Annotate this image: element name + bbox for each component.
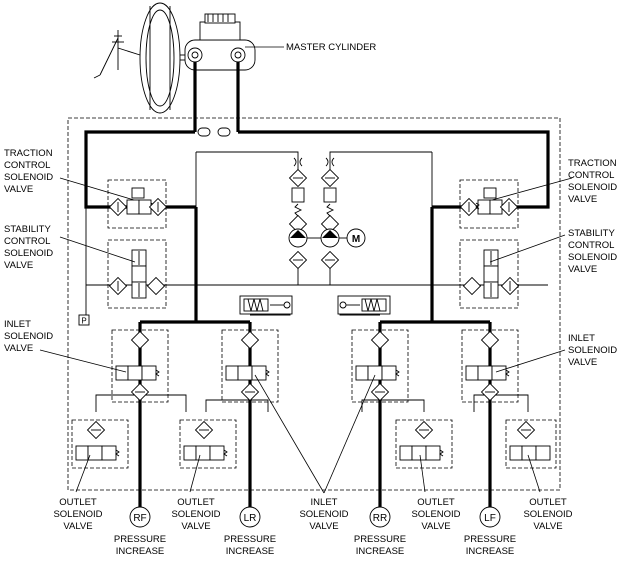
label-line: VALVE [568,194,597,205]
stability-right-label: STABILITY CONTROL SOLENOID VALVE [568,228,617,275]
label-line: PRESSURE [464,534,516,545]
inlet-valve-lr [221,329,279,403]
label-line: PRESSURE [114,534,166,545]
outlet-valve-lf [505,419,557,469]
label-line: INLET [568,333,595,344]
label-line: PRESSURE [224,534,276,545]
motor-label: M [352,234,360,245]
wheel-lr: LR [239,506,261,528]
label-line: VALVE [63,521,92,532]
label-line: INCREASE [356,546,405,557]
inlet-valve-lf [461,329,519,403]
label-line: VALVE [568,264,597,275]
label-line: VALVE [181,521,210,532]
label-line: SOLENOID [171,509,220,520]
outlet-valve-rr [395,419,453,469]
outlet-valve-lr [179,419,237,469]
outlet-valve-rf [71,419,129,469]
label-line: SOLENOID [568,345,617,356]
inlet-left-label: INLET SOLENOID VALVE [4,319,53,354]
low-pressure-accumulator-right [337,295,391,315]
inlet-valve-rr [351,329,409,403]
traction-right-label: TRACTION CONTROL SOLENOID VALVE [568,158,617,205]
label-line: SOLENOID [523,509,572,520]
label-line: SOLENOID [53,509,102,520]
label-line: CONTROL [4,236,50,247]
wheel-rf: RF [129,506,151,528]
label-line: OUTLET [177,497,215,508]
inlet-bottom-label: INLET SOLENOID VALVE [299,497,348,532]
wheel-rr-label: RR [373,513,387,524]
label-line: CONTROL [568,240,614,251]
traction-left-label: TRACTION CONTROL SOLENOID VALVE [4,148,53,195]
wheel-lr-label: LR [244,513,257,524]
label-line: VALVE [421,521,450,532]
label-line: TRACTION [568,158,617,169]
traction-control-valve-right [459,179,519,229]
port-p [78,314,90,326]
traction-control-valve-left [107,179,168,229]
label-line: CONTROL [568,170,614,181]
port-p-label: P [81,317,86,326]
label-line: SOLENOID [568,182,617,193]
brake-lines [84,62,550,510]
stability-control-valve-right [459,239,520,309]
label-line: SOLENOID [411,509,460,520]
label-line: VALVE [309,521,338,532]
master-cylinder [184,13,256,71]
label-line: SOLENOID [4,172,53,183]
pressure-2-label: PRESSURE INCREASE [224,534,276,557]
label-line: VALVE [4,343,33,354]
label-line: TRACTION [4,148,53,159]
label-line: OUTLET [529,497,567,508]
label-line: SOLENOID [4,248,53,259]
outlet-3-label: OUTLET SOLENOID VALVE [411,497,460,532]
brake-pedal [93,30,141,79]
label-line: OUTLET [59,497,97,508]
outlet-2-label: OUTLET SOLENOID VALVE [171,497,220,532]
label-line: STABILITY [568,228,615,239]
outlet-1-label: OUTLET SOLENOID VALVE [53,497,102,532]
pressure-4-label: PRESSURE INCREASE [464,534,516,557]
pump-motor-assembly: M [288,157,366,270]
label-line: INLET [311,497,338,508]
stability-left-label: STABILITY CONTROL SOLENOID VALVE [4,224,53,271]
label-line: INLET [4,319,31,330]
label-line: SOLENOID [299,509,348,520]
label-line: SOLENOID [4,331,53,342]
label-line: CONTROL [4,160,50,171]
low-pressure-accumulator-left [239,295,293,315]
label-line: OUTLET [417,497,455,508]
hydraulic-module-outline [67,117,561,491]
master-cylinder-label: MASTER CYLINDER [286,42,376,53]
pressure-1-label: PRESSURE INCREASE [114,534,166,557]
label-line: VALVE [533,521,562,532]
label-line: INCREASE [116,546,165,557]
leader-lines [39,177,573,494]
label-line: VALVE [568,357,597,368]
label-line: PRESSURE [354,534,406,545]
label-line: INCREASE [466,546,515,557]
wheel-lf-label: LF [484,513,496,524]
pressure-3-label: PRESSURE INCREASE [354,534,406,557]
label-line: VALVE [4,260,33,271]
wheel-rr: RR [369,506,391,528]
wheel-lf: LF [479,506,501,528]
label-line: SOLENOID [568,252,617,263]
label-line: STABILITY [4,224,51,235]
pump-motor [346,228,366,248]
label-line: INCREASE [226,546,275,557]
inlet-valve-rf [111,329,169,403]
stability-control-valve-left [107,239,167,309]
outlet-4-label: OUTLET SOLENOID VALVE [523,497,572,532]
wheel-rf-label: RF [133,513,146,524]
inlet-right-label: INLET SOLENOID VALVE [568,333,617,368]
label-line: VALVE [4,184,33,195]
